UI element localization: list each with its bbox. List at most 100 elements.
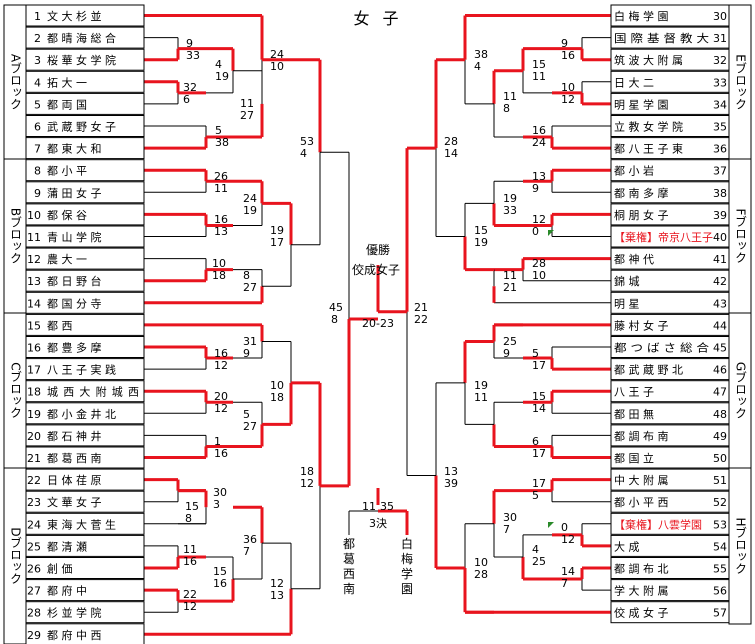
score-label: 10 <box>561 81 575 94</box>
score-label: 17 <box>532 447 546 460</box>
block-cell <box>3 467 27 644</box>
score-label: 5 <box>532 489 539 502</box>
team-number: 27 <box>27 585 41 598</box>
team-name: 都 小 平 西 <box>614 496 669 509</box>
team-name: 文 大 杉 並 <box>47 9 102 23</box>
score-label: 5 <box>215 124 222 137</box>
team-name: 都 府 中 西 <box>47 628 102 642</box>
score-label: 17 <box>270 236 284 249</box>
score-label: 9 <box>532 182 539 195</box>
team-number: 22 <box>27 474 41 487</box>
score-label: 15 <box>474 224 488 237</box>
team-number: 54 <box>713 540 727 553</box>
team-number: 29 <box>27 629 41 642</box>
score-label: 3 <box>213 498 220 511</box>
score-label: 10 <box>212 257 226 270</box>
team-number: 48 <box>713 408 727 421</box>
team-name: 東 海 大 菅 生 <box>47 517 116 531</box>
team-name: 都 田 無 <box>614 407 654 421</box>
score-label: 28 <box>444 135 458 148</box>
team-name: 都 晴 海 総 合 <box>47 31 116 45</box>
score-label: 9 <box>243 347 250 360</box>
team-number: 43 <box>713 297 727 310</box>
score-label: 26 <box>214 170 228 183</box>
score-label: 15 <box>532 58 546 71</box>
team-number: 39 <box>713 209 727 222</box>
team-name: 筑 波 大 附 属 <box>614 53 683 67</box>
score-label: 18 <box>270 391 284 404</box>
team-number: 18 <box>27 386 41 399</box>
team-name: 青 山 学 院 <box>47 230 102 244</box>
score-label: 15 <box>213 565 227 578</box>
score-label: 12 <box>183 600 197 613</box>
team-name: 八 王 子 <box>614 386 654 399</box>
score-label: 12 <box>561 533 575 546</box>
team-number: 16 <box>27 342 41 355</box>
team-number: 41 <box>713 253 727 266</box>
score-label: 11 <box>183 543 197 556</box>
score-label: 16 <box>183 555 197 568</box>
team-number: 45 <box>713 342 727 355</box>
score-label: 14 <box>532 402 546 415</box>
score-label: 28 <box>474 568 488 581</box>
score-label: 19 <box>215 70 229 83</box>
team-number: 40 <box>713 231 727 244</box>
score-label: 53 <box>300 135 314 148</box>
team-number: 17 <box>27 364 41 377</box>
team-number: 10 <box>27 209 41 222</box>
block-label: Cブロック <box>9 362 23 418</box>
team-cell <box>25 557 145 579</box>
team-name: 都 府 中 <box>47 584 87 598</box>
team-name: 【棄権】帝京八王子 <box>614 230 713 244</box>
team-name: 都 豊 多 摩 <box>47 341 102 355</box>
team-number: 21 <box>27 452 41 465</box>
score-label: 5 <box>243 408 250 421</box>
team-name: 学 大 附 属 <box>614 584 669 598</box>
team-name: 都 調 布 南 <box>614 429 669 443</box>
score-label: 12 <box>214 359 228 372</box>
score-label: 19 <box>243 204 257 217</box>
team-number: 14 <box>27 297 41 310</box>
team-name: 都 南 多 摩 <box>614 186 669 200</box>
champion-label: 優勝 <box>366 242 390 257</box>
team-name: 城 西 大 附 城 西 <box>47 385 139 399</box>
score-label: 39 <box>444 477 458 490</box>
score-label: 12 <box>270 577 284 590</box>
score-label: 13 <box>270 589 284 602</box>
third-place-score-b: 35 <box>380 500 394 513</box>
team-name: 都 小 金 井 北 <box>47 407 116 421</box>
score-label: 4 <box>532 543 539 556</box>
team-name: 都 つ ば さ 総 合 <box>614 341 709 355</box>
block-label: Gブロック <box>734 362 748 419</box>
team-name: 都 神 代 <box>614 252 654 266</box>
third-place-team-b-char: 学 <box>401 566 413 581</box>
team-name: 都 小 平 <box>47 165 87 178</box>
team-name: 農 大 一 <box>47 252 87 266</box>
score-label: 19 <box>474 379 488 392</box>
score-label: 8 <box>243 269 250 282</box>
block-label: Dブロック <box>9 527 23 584</box>
team-number: 30 <box>713 10 727 23</box>
score-label: 12 <box>214 402 228 415</box>
score-label: 24 <box>532 136 546 149</box>
score-label: 4 <box>300 147 307 160</box>
score-label: 18 <box>300 465 314 478</box>
team-number: 1 <box>34 10 41 23</box>
team-number: 8 <box>34 165 41 178</box>
score-label: 8 <box>185 512 192 525</box>
team-number: 55 <box>713 563 727 576</box>
team-number: 38 <box>713 187 727 200</box>
team-name: 八 王 子 実 践 <box>47 363 116 377</box>
team-number: 47 <box>713 386 727 399</box>
team-number: 3 <box>34 54 41 67</box>
score-label: 4 <box>215 58 222 71</box>
score-label: 14 <box>444 147 458 160</box>
score-label: 13 <box>444 465 458 478</box>
third-place-team-a-char: 南 <box>343 581 355 596</box>
team-number: 11 <box>27 231 41 244</box>
team-name: 桐 朋 女 子 <box>614 208 669 222</box>
score-label: 25 <box>503 335 517 348</box>
page-title: 女 子 <box>353 9 402 28</box>
team-number: 33 <box>713 76 727 89</box>
score-label: 4 <box>474 60 481 73</box>
